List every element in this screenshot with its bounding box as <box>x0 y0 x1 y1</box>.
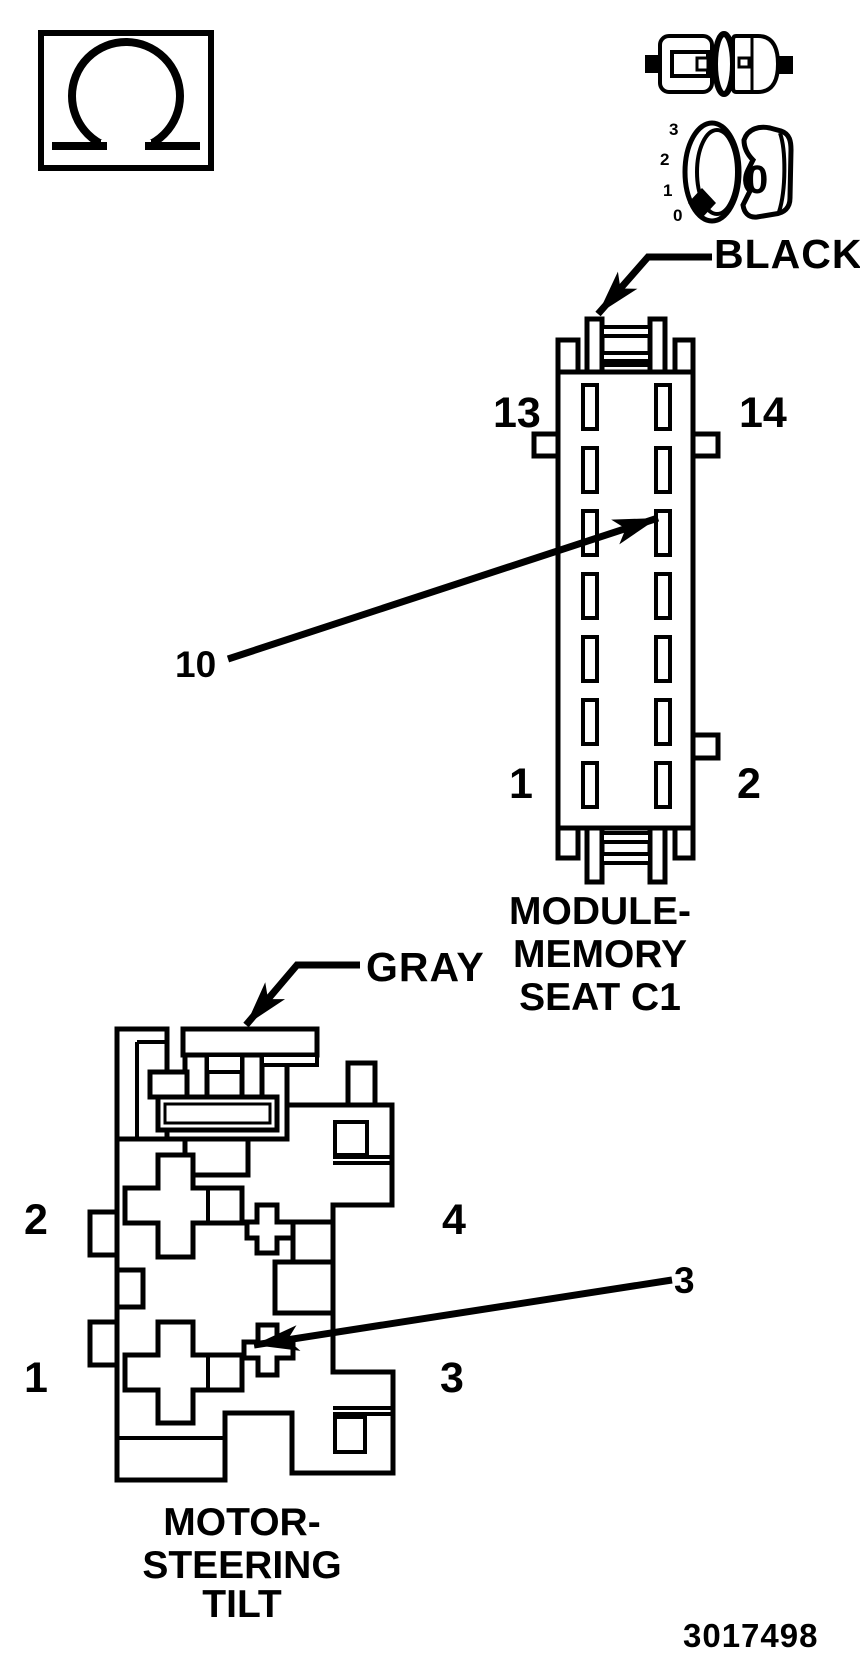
motor-caption-line2: STEERING <box>142 1544 342 1587</box>
module-pin-2: 2 <box>737 760 761 808</box>
key-position-3: 3 <box>669 120 679 139</box>
leader-arrows <box>226 253 712 1351</box>
key-head <box>740 124 794 220</box>
motor-color-label: GRAY <box>366 944 485 990</box>
cross-cavity-upper <box>122 1152 245 1260</box>
key-position-marker <box>688 188 716 218</box>
key-position-2: 2 <box>660 150 670 169</box>
module-connector-drawing <box>531 316 721 885</box>
pin-cavities-left <box>581 383 599 809</box>
key-position-0: 0 <box>673 206 683 225</box>
module-caption-line2: MEMORY <box>512 933 688 976</box>
pin-cavities-right <box>654 383 672 809</box>
module-callout-10: 10 <box>175 644 217 685</box>
motor-pin-3: 3 <box>440 1354 464 1402</box>
motor-pin-4: 4 <box>442 1196 466 1244</box>
latch-bar <box>180 1026 320 1058</box>
module-caption-line1: MODULE- <box>509 890 691 933</box>
key-position-icon <box>682 120 794 224</box>
pin10-leader-arrow <box>226 514 660 663</box>
motor-caption-line3: TILT <box>202 1583 282 1626</box>
plus-cavity-upper <box>244 1202 296 1256</box>
module-pin-14: 14 <box>739 389 787 437</box>
plus-cavity-lower <box>241 1322 296 1378</box>
gray-leader-arrow <box>243 961 360 1028</box>
motor-pin-2: 2 <box>24 1196 48 1244</box>
module-caption-line3: SEAT C1 <box>519 976 681 1019</box>
motor-caption-line1: MOTOR- <box>163 1501 321 1544</box>
motor-callout-3: 3 <box>674 1260 695 1301</box>
module-pin-13: 13 <box>493 389 541 437</box>
motor-pin-1: 1 <box>24 1354 48 1402</box>
connector-pair-icon <box>645 31 793 97</box>
cross-cavity-lower <box>122 1319 245 1426</box>
omega-icon <box>38 30 214 171</box>
motor-connector-drawing <box>87 1026 396 1483</box>
black-leader-arrow <box>595 253 712 317</box>
pin3-leader-arrow <box>253 1276 673 1351</box>
module-pin-1: 1 <box>509 760 533 808</box>
key-current-position: 0 <box>746 158 769 202</box>
key-position-1: 1 <box>663 181 673 200</box>
module-color-label: BLACK <box>714 231 860 277</box>
figure-number: 3017498 <box>683 1617 819 1654</box>
